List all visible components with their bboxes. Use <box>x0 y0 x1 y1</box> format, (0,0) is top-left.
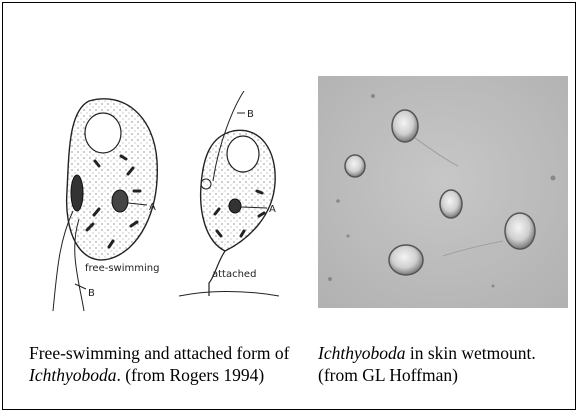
label-a-attached: A <box>269 204 276 215</box>
free-swimming-cell <box>67 99 158 260</box>
right-caption: Ichthyoboda in skin wetmount. (from GL H… <box>318 342 568 386</box>
label-free-swimming: free-swimming <box>85 263 159 274</box>
label-b-free: B <box>88 288 95 299</box>
ichthyoboda-micrograph <box>318 76 568 308</box>
left-caption-organism: Ichthyoboda <box>29 365 116 385</box>
ichthyoboda-drawing: A A B B free-swimming attached <box>29 91 297 325</box>
left-caption: Free-swimming and attached form of Ichth… <box>29 342 299 386</box>
left-caption-text-2: . (from Rogers 1994) <box>116 365 264 385</box>
drawing-svg: A A B B free-swimming attached <box>29 91 297 325</box>
right-caption-organism: Ichthyoboda <box>318 343 405 363</box>
attached-cell <box>201 130 276 251</box>
label-a-free: A <box>149 202 156 213</box>
label-b-attached: B <box>247 109 254 120</box>
label-attached: attached <box>212 269 256 280</box>
left-caption-text-1: Free-swimming and attached form of <box>29 343 289 363</box>
micrograph-svg <box>318 76 568 308</box>
